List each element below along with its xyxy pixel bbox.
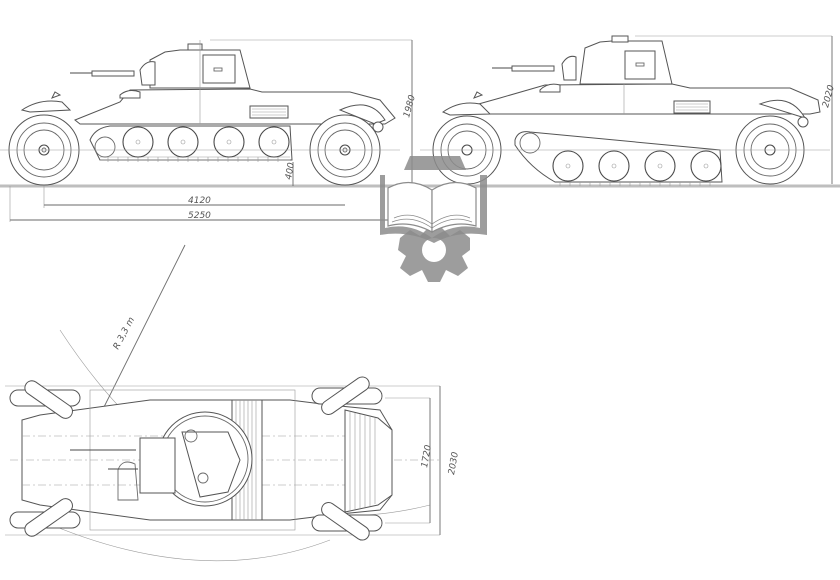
height-dimension-left: 1980	[402, 94, 418, 119]
height-dimension-right: 2020	[821, 84, 837, 109]
open-book-gear-logo-icon	[380, 156, 487, 282]
ground-clearance-dimension: 400	[284, 162, 297, 181]
top-view: R 3,3 m 1720 2030	[5, 244, 461, 562]
top-view-wheels	[9, 376, 383, 541]
side-view-wheels-down: 1980	[0, 39, 420, 222]
wheelbase-dimension: 4120	[188, 196, 211, 206]
overall-width-dimension: 2030	[447, 451, 461, 476]
turning-radius-label: R 3,3 m	[112, 316, 137, 352]
side-view-tracks-down: 2020	[420, 35, 840, 188]
track-width-dimension: 1720	[420, 444, 434, 469]
overall-length-dimension: 5250	[188, 211, 211, 221]
